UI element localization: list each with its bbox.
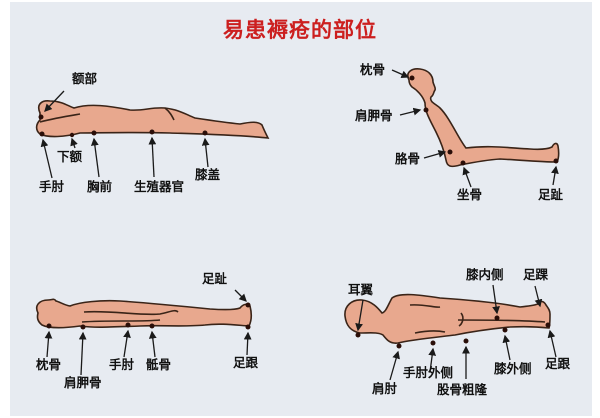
label-shoulder-elbow: 肩肘 <box>372 381 398 396</box>
figure-lateral <box>344 293 551 344</box>
figure-lateral-markers <box>355 315 551 349</box>
label-chest: 胸前 <box>87 179 113 194</box>
figure-prone-markers <box>38 114 208 138</box>
label-ischium: 坐骨 <box>457 187 483 202</box>
figure-supine <box>35 298 253 329</box>
label-scapula: 肩胛骨 <box>64 375 102 390</box>
label-toe: 足趾 <box>538 187 564 202</box>
label-toe: 足趾 <box>202 271 228 286</box>
label-elbow-bone: 胳骨 <box>395 151 421 166</box>
label-ear: 耳翼 <box>348 282 374 297</box>
label-heel: 足跟 <box>233 355 259 370</box>
label-greater-trochanter: 股骨粗隆 <box>437 382 488 397</box>
label-outer-knee: 膝外侧 <box>494 361 532 376</box>
label-heel: 足跟 <box>545 356 571 371</box>
label-ankle: 足踝 <box>523 267 549 282</box>
diagram-panel <box>10 2 592 416</box>
label-sacrum: 骶骨 <box>146 357 172 372</box>
label-occiput: 枕骨 <box>360 62 386 77</box>
label-genitals: 生殖器官 <box>134 179 185 194</box>
label-lower-jaw: 下额 <box>57 149 83 164</box>
label-knee: 膝盖 <box>195 167 221 182</box>
label-inner-knee: 膝内侧 <box>466 267 504 282</box>
figure-prone <box>35 100 270 139</box>
figure-supine-markers <box>46 302 251 330</box>
label-outer-elbow: 手肘外侧 <box>403 365 454 380</box>
figure-sitting <box>407 68 560 168</box>
label-occiput: 枕骨 <box>36 357 62 372</box>
label-forehead: 额部 <box>72 71 98 86</box>
diagram-title: 易患褥疮的部位 <box>223 17 377 42</box>
label-elbow: 手肘 <box>39 179 65 194</box>
figure-sitting-markers <box>409 75 559 166</box>
label-scapula: 肩胛骨 <box>355 108 393 123</box>
label-elbow: 手肘 <box>109 357 135 372</box>
